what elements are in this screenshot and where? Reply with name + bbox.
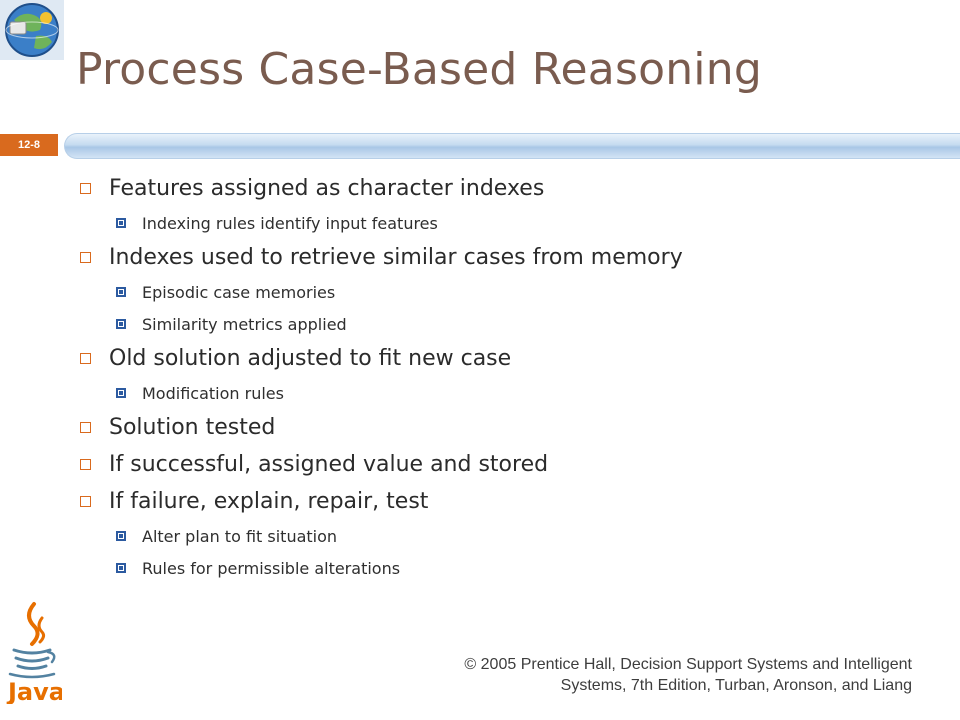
bullet-text: Features assigned as character indexes: [109, 176, 545, 201]
bullet-text: If successful, assigned value and stored: [109, 452, 549, 477]
bullet-item: Solution tested: [80, 409, 940, 446]
copyright-footer: © 2005 Prentice Hall, Decision Support S…: [464, 654, 912, 696]
sub-bullet-text: Alter plan to fit situation: [142, 526, 338, 546]
bullet-text: If failure, explain, repair, test: [109, 489, 429, 514]
filled-square-bullet-icon: [116, 563, 126, 573]
filled-square-bullet-icon: [116, 531, 126, 541]
square-bullet-icon: [80, 183, 91, 194]
bullet-text: Indexes used to retrieve similar cases f…: [109, 245, 683, 270]
bullet-item: Features assigned as character indexes: [80, 170, 940, 207]
java-logo-icon: Java: [4, 600, 65, 706]
filled-square-bullet-icon: [116, 319, 126, 329]
bullet-item: If failure, explain, repair, test: [80, 483, 940, 520]
slide-title: Process Case-Based Reasoning: [76, 44, 762, 95]
footer-line-1: © 2005 Prentice Hall, Decision Support S…: [464, 656, 912, 673]
sub-bullet-text: Modification rules: [142, 383, 284, 403]
filled-square-bullet-icon: [116, 388, 126, 398]
square-bullet-icon: [80, 353, 91, 364]
bullet-item: Indexes used to retrieve similar cases f…: [80, 239, 940, 276]
title-divider-bar: [64, 133, 960, 159]
square-bullet-icon: [80, 252, 91, 263]
sub-bullet-item: Episodic case memories: [80, 276, 940, 308]
bullet-text: Solution tested: [109, 415, 276, 440]
slide-number-badge: 12-8: [0, 134, 58, 156]
filled-square-bullet-icon: [116, 218, 126, 228]
sub-bullet-text: Episodic case memories: [142, 282, 336, 302]
sub-bullet-item: Alter plan to fit situation: [80, 520, 940, 552]
bullet-list: Features assigned as character indexes I…: [80, 170, 940, 584]
square-bullet-icon: [80, 496, 91, 507]
footer-line-2: Systems, 7th Edition, Turban, Aronson, a…: [560, 677, 912, 694]
sub-bullet-text: Indexing rules identify input features: [142, 213, 438, 233]
sub-bullet-text: Similarity metrics applied: [142, 314, 347, 334]
sub-bullet-item: Indexing rules identify input features: [80, 207, 940, 239]
square-bullet-icon: [80, 459, 91, 470]
sub-bullet-item: Rules for permissible alterations: [80, 552, 940, 584]
bullet-item: If successful, assigned value and stored: [80, 446, 940, 483]
globe-logo-icon: [0, 0, 64, 60]
square-bullet-icon: [80, 422, 91, 433]
sub-bullet-item: Similarity metrics applied: [80, 308, 940, 340]
filled-square-bullet-icon: [116, 287, 126, 297]
bullet-item: Old solution adjusted to fit new case: [80, 340, 940, 377]
bullet-text: Old solution adjusted to fit new case: [109, 346, 512, 371]
sub-bullet-text: Rules for permissible alterations: [142, 558, 401, 578]
java-wordmark: Java: [6, 678, 62, 704]
sub-bullet-item: Modification rules: [80, 377, 940, 409]
